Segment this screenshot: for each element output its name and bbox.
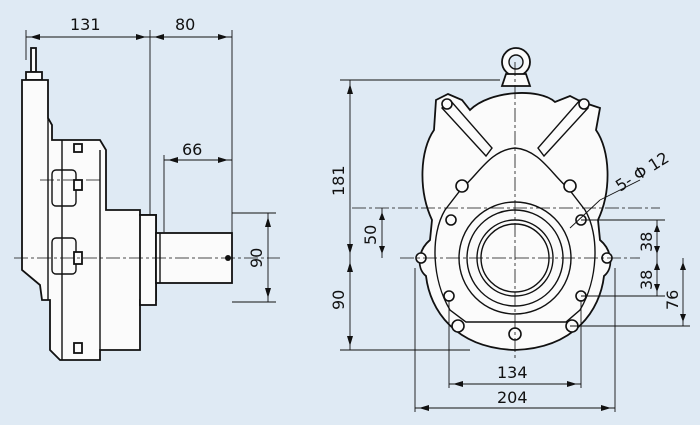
dim-38-lower: 38 [637,270,656,290]
dim-134: 134 [497,363,528,382]
housing-front [418,92,612,351]
dim-50: 50 [361,225,380,245]
dim-front-90: 90 [329,290,348,310]
dim-131: 131 [70,15,101,34]
housing-side [21,79,157,361]
side-view: 131 80 66 90 [14,15,280,361]
front-view: 181 90 50 5- Φ 12 38 38 76 134 204 [329,47,690,412]
dim-76: 76 [663,290,682,310]
dim-side-90: 90 [247,248,266,268]
dim-80: 80 [175,15,195,34]
dim-66: 66 [182,140,202,159]
dim-38-upper: 38 [637,232,656,252]
dim-181: 181 [329,165,348,196]
dim-204: 204 [497,388,528,407]
holes-callout: 5- Φ 12 [612,148,672,195]
